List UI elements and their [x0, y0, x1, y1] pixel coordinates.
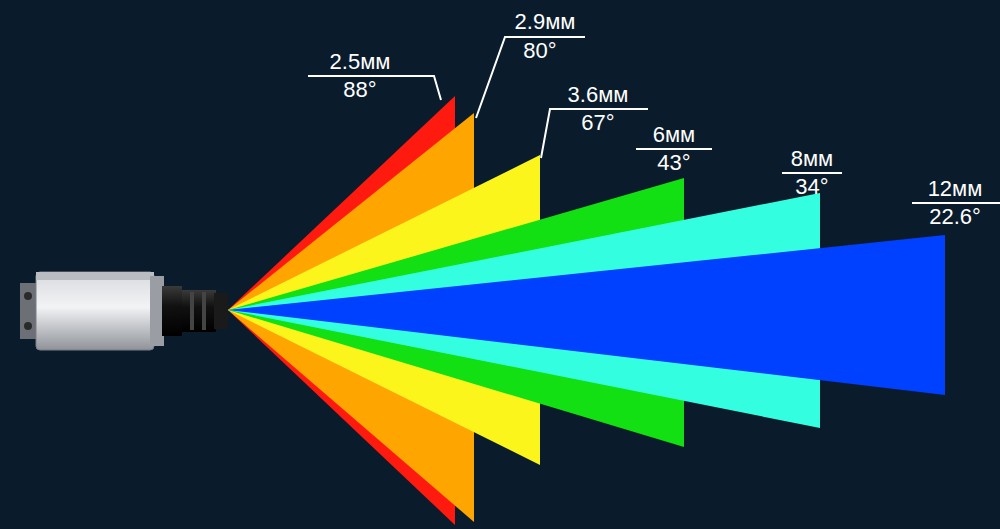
focal-length: 6мм: [653, 124, 696, 146]
fraction-line: [636, 148, 712, 150]
view-angle: 22.6°: [929, 206, 981, 228]
leader-line: [541, 109, 648, 158]
lens-barrel: [182, 290, 216, 332]
view-angle: 88°: [343, 79, 376, 101]
view-angle: 80°: [523, 40, 556, 62]
view-angle: 67°: [581, 112, 614, 134]
view-cone: [228, 235, 945, 395]
camera: [20, 272, 228, 350]
leader-line: [308, 76, 441, 100]
view-angle: 43°: [657, 152, 690, 174]
fraction-line: [782, 172, 842, 174]
view-angle: 34°: [795, 176, 828, 198]
focal-length: 2.5мм: [330, 51, 391, 73]
leader-lines: [308, 37, 1000, 203]
focal-length: 3.6мм: [568, 84, 629, 106]
fraction-line: [912, 202, 1000, 204]
focal-length: 8мм: [791, 148, 834, 170]
camera-front: [150, 276, 164, 346]
camera-body: [36, 272, 154, 350]
focal-length: 2.9мм: [515, 11, 576, 33]
lens-front: [214, 293, 228, 329]
lens-mount: [162, 286, 182, 336]
focal-length: 12мм: [928, 178, 983, 200]
